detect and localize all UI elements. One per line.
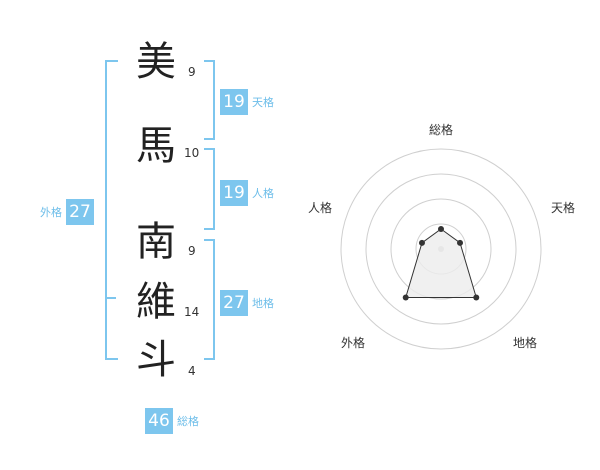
name-char-3: 南 xyxy=(136,219,176,265)
radar-axis-label-gaikaku: 外格 xyxy=(341,335,365,350)
soukaku-badge: 46 総格 xyxy=(145,408,199,434)
chikaku-badge: 27 地格 xyxy=(220,290,274,316)
stroke-count-2: 10 xyxy=(184,146,200,160)
jinkaku-label: 人格 xyxy=(252,187,274,200)
jinkaku-value: 19 xyxy=(220,180,248,206)
radar-point-4 xyxy=(402,294,409,301)
radar-point-2 xyxy=(457,239,464,246)
soukaku-value: 46 xyxy=(145,408,173,434)
jinkaku-badge: 19 人格 xyxy=(220,180,274,206)
tenkaku-label: 天格 xyxy=(252,96,274,109)
radar-point-1 xyxy=(438,226,444,232)
stroke-count-3: 9 xyxy=(188,244,196,258)
radar-points xyxy=(402,226,480,301)
radar-axis-label-chikaku: 地格 xyxy=(513,335,537,350)
radar-ring xyxy=(390,198,492,300)
stroke-count-4: 14 xyxy=(184,305,200,319)
stroke-count-5: 4 xyxy=(188,364,196,378)
stroke-count-1: 9 xyxy=(188,65,196,79)
radar-rings xyxy=(340,148,542,350)
name-char-2: 馬 xyxy=(136,123,176,169)
soukaku-label: 総格 xyxy=(177,415,199,428)
radar-ring xyxy=(340,148,542,350)
radar-axis-label-jinkaku: 人格 xyxy=(308,200,332,215)
radar-data-shape xyxy=(405,228,477,299)
name-char-1: 美 xyxy=(136,39,176,85)
chikaku-label: 地格 xyxy=(252,297,274,310)
radar-axis-label-soukaku: 総格 xyxy=(429,122,453,137)
radar-axis-label-tenkaku: 天格 xyxy=(551,200,575,215)
gaikaku-value: 27 xyxy=(66,199,94,225)
gaikaku-label: 外格 xyxy=(40,206,62,219)
name-char-4: 維 xyxy=(136,279,176,325)
radar-ring xyxy=(365,173,517,325)
tenkaku-value: 19 xyxy=(220,89,248,115)
radar-point-5 xyxy=(418,239,425,246)
tenkaku-badge: 19 天格 xyxy=(220,89,274,115)
chikaku-value: 27 xyxy=(220,290,248,316)
gaikaku-badge: 外格 27 xyxy=(40,199,94,225)
radar-point-3 xyxy=(473,294,480,301)
name-char-5: 斗 xyxy=(136,337,176,383)
